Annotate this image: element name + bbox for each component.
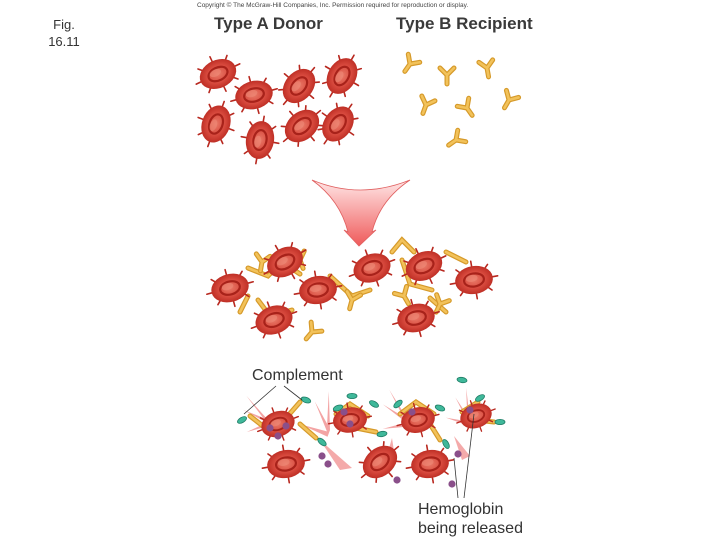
donor-rbc — [267, 54, 331, 118]
donor-rbc — [188, 93, 244, 155]
antibody — [498, 90, 518, 111]
hemoglobin — [324, 460, 332, 468]
recipient-antibody-group — [399, 54, 518, 151]
complement-protein — [456, 376, 468, 384]
complement-protein — [440, 437, 452, 451]
hemoglobin-label-line2: being released — [418, 520, 523, 537]
complement-protein — [494, 418, 506, 426]
recipient-heading: Type B Recipient — [396, 14, 533, 33]
figure-label-line2: 16.11 — [48, 34, 80, 49]
antibody — [479, 60, 496, 78]
hemoglobin — [266, 424, 274, 432]
antibody — [457, 98, 478, 119]
complement-label: Complement — [252, 367, 343, 384]
down-arrow-icon — [311, 179, 411, 247]
antibody — [440, 68, 454, 84]
agglutinated-rbc — [243, 292, 305, 348]
complement-protein — [235, 414, 249, 426]
complement-protein — [367, 398, 381, 410]
leader-lines — [243, 385, 475, 499]
antibody — [301, 322, 322, 343]
complement-protein — [316, 436, 328, 448]
figure-label: Fig. 16.11 — [44, 16, 84, 50]
hemoglobin — [318, 452, 326, 460]
complement-protein — [434, 403, 446, 413]
agglutinated-rbc — [445, 256, 503, 304]
lysis-group — [235, 376, 506, 499]
hemoglobin — [393, 476, 401, 484]
donor-rbc-group — [187, 44, 372, 169]
complement-protein — [346, 392, 358, 400]
complement-protein — [473, 392, 487, 404]
hemoglobin — [466, 406, 474, 414]
copyright-notice: Copyright © The McGraw-Hill Companies, I… — [197, 2, 469, 9]
donor-rbc — [312, 44, 372, 108]
hemoglobin — [448, 480, 456, 488]
rbc — [257, 440, 315, 488]
agglutination-group — [200, 232, 503, 348]
donor-rbc — [236, 111, 284, 169]
hemoglobin — [346, 420, 354, 428]
antibody — [399, 54, 420, 75]
antibody — [416, 96, 435, 116]
figure-label-line1: Fig. — [53, 17, 75, 32]
donor-heading: Type A Donor — [214, 14, 323, 33]
hemoglobin — [454, 450, 462, 458]
complement-protein — [392, 398, 404, 410]
antibody — [445, 130, 466, 151]
hemoglobin — [274, 432, 282, 440]
hemoglobin — [282, 422, 290, 430]
hemoglobin-label-line1: Hemoglobin — [418, 501, 504, 518]
hemoglobin — [408, 408, 416, 416]
hemoglobin-label: Hemoglobin being released — [418, 500, 523, 538]
rbc — [348, 430, 412, 494]
